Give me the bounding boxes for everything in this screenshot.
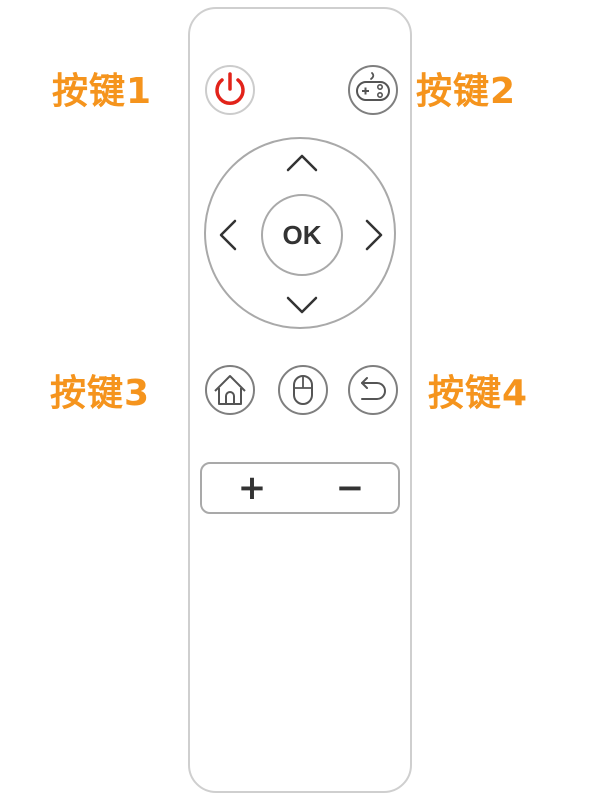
chevron-up-icon (286, 154, 318, 172)
chevron-left-icon (219, 219, 237, 251)
chevron-right-icon (365, 219, 383, 251)
minus-icon: − (335, 468, 365, 508)
home-button[interactable] (205, 365, 255, 415)
key-1-label: 按键1 (52, 71, 153, 112)
dpad-left-button[interactable] (208, 215, 248, 255)
key-2-label: 按键2 (416, 71, 517, 112)
ok-button-label: OK (282, 219, 322, 250)
power-button[interactable] (205, 65, 255, 115)
gamepad-icon (356, 72, 390, 101)
back-arrow-icon (361, 377, 386, 400)
home-icon (214, 375, 246, 405)
power-icon (215, 72, 245, 105)
key-4-label: 按键4 (428, 373, 529, 414)
dpad-down-button[interactable] (282, 285, 322, 325)
volume-rocker: + − (200, 462, 400, 514)
ok-button[interactable]: OK (261, 194, 343, 276)
mouse-icon (293, 375, 313, 405)
dpad-right-button[interactable] (354, 215, 394, 255)
back-button[interactable] (348, 365, 398, 415)
mouse-mode-button[interactable] (278, 365, 328, 415)
chevron-down-icon (286, 296, 318, 314)
directional-pad: OK (204, 137, 396, 329)
dpad-up-button[interactable] (282, 143, 322, 183)
plus-icon: + (237, 468, 267, 508)
key-3-label: 按键3 (50, 373, 151, 414)
volume-down-button[interactable]: − (300, 464, 400, 512)
gamepad-button[interactable] (348, 65, 398, 115)
volume-up-button[interactable]: + (202, 464, 302, 512)
